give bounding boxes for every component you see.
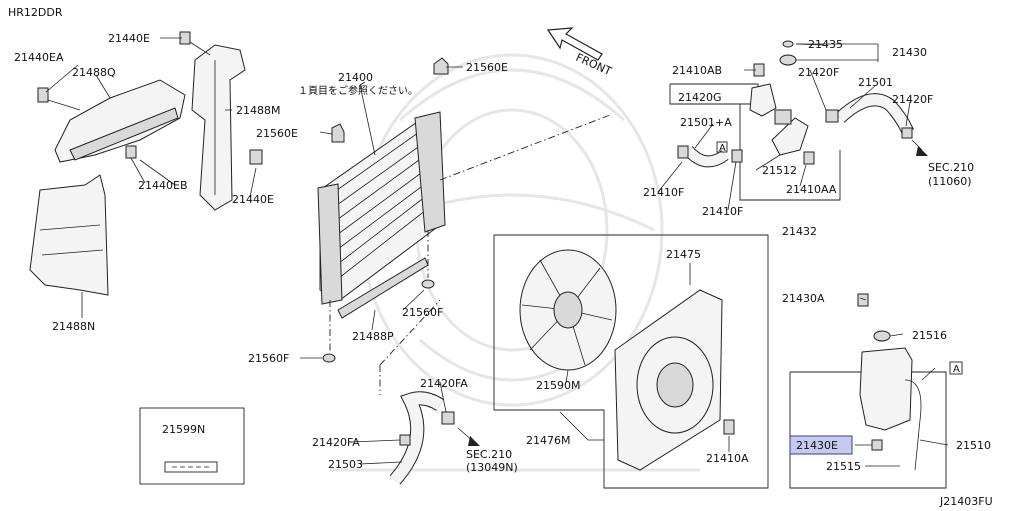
label-21410F-left: 21410F — [643, 186, 684, 199]
cap-21430-body[interactable] — [779, 54, 797, 66]
clamp-21410F-left[interactable] — [677, 145, 689, 159]
label-21420G: 21420G — [678, 91, 722, 104]
ref-box-a-top — [716, 141, 728, 153]
clamp-21420FA-left[interactable] — [399, 434, 411, 446]
sec-arrow-a — [457, 427, 480, 446]
mount-21560F-left[interactable] — [322, 353, 336, 363]
label-21400: 21400 — [338, 71, 373, 84]
label-21560F-right: 21560F — [402, 306, 443, 319]
bolt-21430A[interactable] — [857, 293, 869, 307]
label-21476M: 21476M — [526, 434, 570, 447]
label-21488M: 21488M — [236, 104, 280, 117]
radiator-center-line — [329, 114, 611, 395]
reservoir-cap-21516[interactable] — [873, 330, 891, 342]
label-21599N: 21599N — [162, 423, 205, 436]
clamp-21420F-top[interactable] — [825, 109, 839, 123]
label-21420F-right: 21420F — [892, 93, 933, 106]
fan-shroud-21475[interactable] — [614, 289, 723, 471]
label-21440EB: 21440EB — [138, 179, 188, 192]
clip-21430E[interactable] — [871, 439, 883, 451]
label-21512: 21512 — [762, 164, 797, 177]
label-21420FA-top: 21420FA — [420, 377, 468, 390]
label-21435: 21435 — [808, 38, 843, 51]
ref-a-top: A — [719, 143, 726, 154]
label-sec210-b-ref: (11060) — [928, 175, 972, 188]
ref-box-a-right — [949, 361, 963, 375]
label-21560E-top: 21560E — [466, 61, 508, 74]
label-21440E-top: 21440E — [108, 32, 150, 45]
label-21440E-bottom: 21440E — [232, 193, 274, 206]
label-21410AB: 21410AB — [672, 64, 722, 77]
mount-21560E-top[interactable] — [433, 57, 449, 75]
label-21503: 21503 — [328, 458, 363, 471]
label-sec210-b: SEC.210 — [928, 161, 974, 174]
label-21590M: 21590M — [536, 379, 580, 392]
clamp-21410F-bottom[interactable] — [731, 149, 743, 163]
reservoir-tank-21510[interactable] — [859, 347, 913, 431]
sec-arrow-b — [911, 139, 928, 156]
label-21501A: 21501+A — [680, 116, 732, 129]
lower-hose-21503[interactable] — [389, 391, 444, 485]
label-21510: 21510 — [956, 439, 991, 452]
bypass-hose-21501A[interactable] — [683, 145, 729, 168]
label-21515: 21515 — [826, 460, 861, 473]
front-arrow: FRONT — [546, 27, 614, 78]
label-sec210-a-ref: (13049N) — [466, 461, 518, 474]
label-21488Q: 21488Q — [72, 66, 116, 79]
water-outlet-21512[interactable] — [771, 109, 809, 156]
label-21560E-left: 21560E — [256, 127, 298, 140]
mount-21560F-right[interactable] — [421, 279, 435, 289]
ref-a-right: A — [953, 364, 960, 375]
label-21475: 21475 — [666, 248, 701, 261]
label-21440EA: 21440EA — [14, 51, 64, 64]
label-21432: 21432 — [782, 225, 817, 238]
fan-group-frame — [493, 234, 769, 489]
label-21488P: 21488P — [352, 330, 394, 343]
label-21516: 21516 — [912, 329, 947, 342]
upper-hose-21501[interactable] — [835, 93, 914, 135]
label-21420FA-left: 21420FA — [312, 436, 360, 449]
tube-21515[interactable] — [904, 379, 922, 471]
air-guide-upper-21488Q[interactable] — [54, 79, 186, 163]
label-sec210-a: SEC.210 — [466, 448, 512, 461]
label-plate-icon — [164, 461, 218, 473]
bolt-21440EA[interactable] — [37, 87, 81, 111]
bracket-21420G[interactable] — [749, 83, 777, 117]
label-21410AA: 21410AA — [786, 183, 837, 196]
highlight-21430E — [789, 435, 853, 455]
radiator-note: １頁目をご参照ください。 — [298, 84, 418, 97]
label-21430E: 21430E — [796, 439, 838, 452]
bolt-21440E-bottom[interactable] — [249, 149, 263, 165]
label-21420F-top: 21420F — [798, 66, 839, 79]
bolt-21440EB[interactable] — [125, 145, 146, 184]
label-21560F-left: 21560F — [248, 352, 289, 365]
diagram-code: J21403FU — [939, 495, 993, 508]
label-21430A: 21430A — [782, 292, 825, 305]
bolt-21410A[interactable] — [723, 419, 735, 435]
bolt-21410AA[interactable] — [803, 151, 815, 165]
fan-blade-21590M[interactable] — [519, 249, 617, 371]
label-21430: 21430 — [892, 46, 927, 59]
radiator-21400[interactable] — [317, 111, 446, 305]
label-21488N: 21488N — [52, 320, 95, 333]
model-code: HR12DDR — [8, 6, 63, 19]
label-21410A: 21410A — [706, 452, 749, 465]
mount-21560E-left[interactable] — [331, 123, 345, 143]
label-21501: 21501 — [858, 76, 893, 89]
air-guide-lower-21488N[interactable] — [29, 174, 109, 296]
air-guide-side-21488M[interactable] — [191, 44, 246, 211]
leader-lines — [45, 37, 949, 467]
label-21410F-bottom: 21410F — [702, 205, 743, 218]
cap-21435[interactable] — [782, 40, 794, 48]
label-box-21599N — [139, 407, 245, 485]
clamp-21420F-right[interactable] — [901, 127, 913, 139]
clamp-21420FA-top[interactable] — [441, 411, 455, 425]
